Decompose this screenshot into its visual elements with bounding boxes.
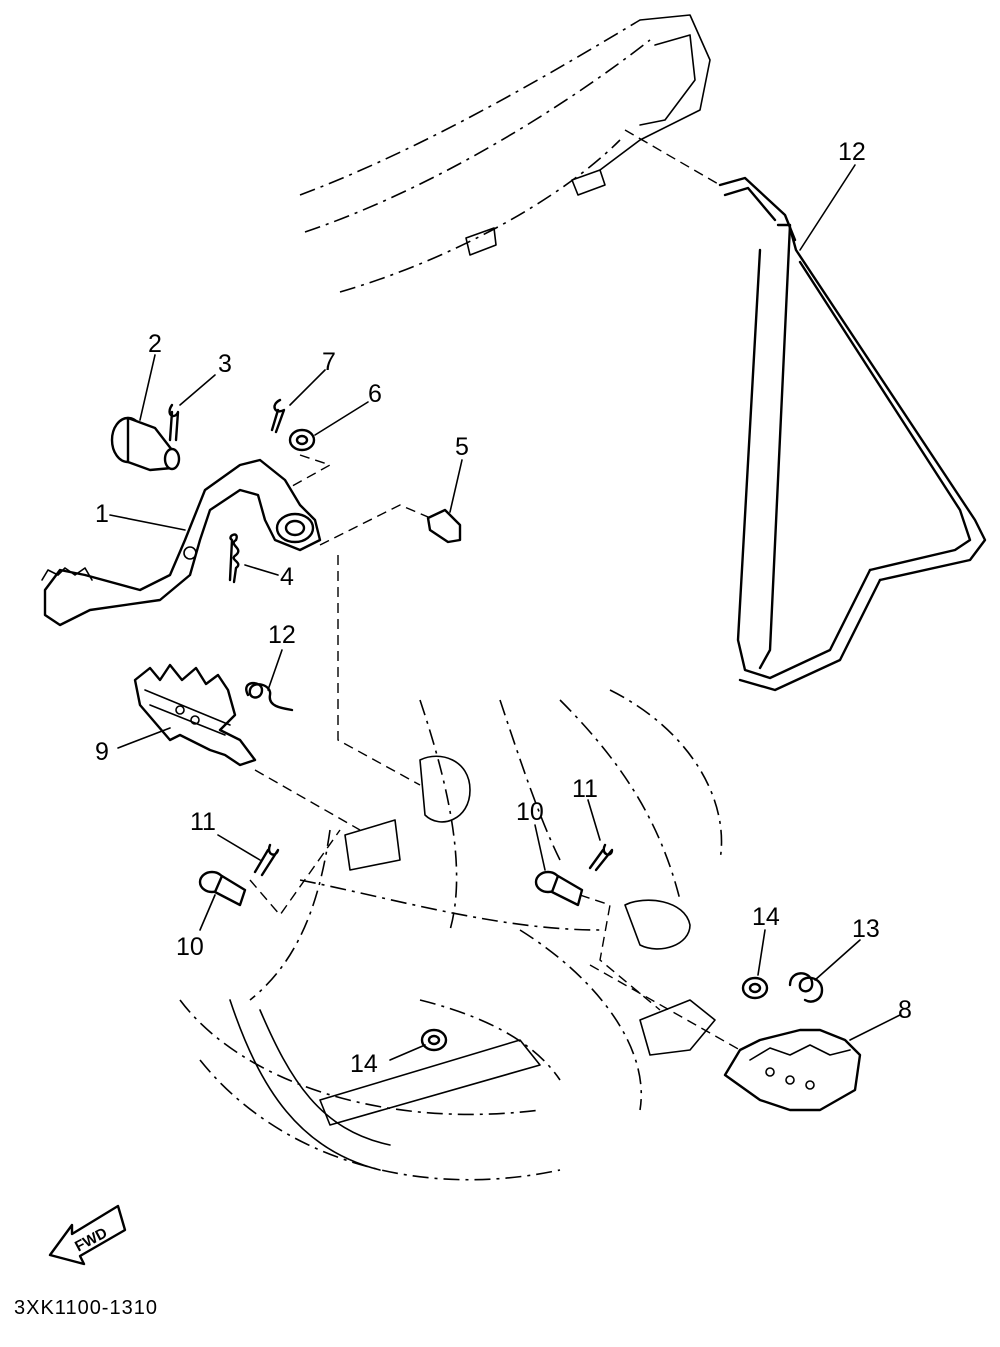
callout-4: 4 [280,563,294,591]
assembly-reference-lines [249,129,741,1051]
callout-12-right: 13 [852,915,880,943]
callout-14-right: 14 [752,903,780,931]
callout-1: 1 [95,500,109,528]
callout-9: 9 [95,738,109,766]
callout-5: 5 [455,433,469,461]
cotter-pin-3 [168,403,180,442]
callout-11-right: 11 [572,775,598,803]
callout-2: 2 [148,330,162,358]
callout-14-left: 14 [350,1050,378,1078]
callout-13: 12 [838,138,866,166]
callout-10-right: 10 [516,798,544,826]
callout-labels: 2 3 7 6 5 1 4 12 9 11 10 10 11 12 14 13 … [95,138,912,1078]
cotter-pin-11-left [253,843,280,877]
footrest-spring-left [245,681,294,712]
return-spring [228,533,240,584]
callout-11-left: 11 [190,808,216,836]
washer-14-left [420,1028,448,1052]
washer-14-right [741,976,769,1000]
callout-6: 6 [368,380,382,408]
footrest-pin-left [198,870,247,907]
pin-5 [426,508,462,544]
callout-10-left: 10 [176,933,204,961]
forward-arrow: FWD [48,1204,127,1266]
footrest-left [133,663,257,767]
callout-3: 3 [218,350,232,378]
callout-8: 8 [898,996,912,1024]
footrest-spring-right [788,972,824,1003]
cotter-pin-11-right [588,843,614,872]
rear-stand [718,176,987,692]
leader-lines [109,164,901,1061]
callout-7: 7 [322,348,336,376]
drawing-code: 3XK1100-1310 [14,1297,158,1319]
pivot-shaft [110,416,181,472]
callout-12-left: 12 [268,621,296,649]
frame-outline [179,14,723,1181]
washer-6 [288,428,316,452]
cotter-pin-7 [270,398,286,434]
footrest-right [723,1028,862,1112]
brake-pedal [41,458,322,627]
footrest-pin-right [534,870,584,907]
